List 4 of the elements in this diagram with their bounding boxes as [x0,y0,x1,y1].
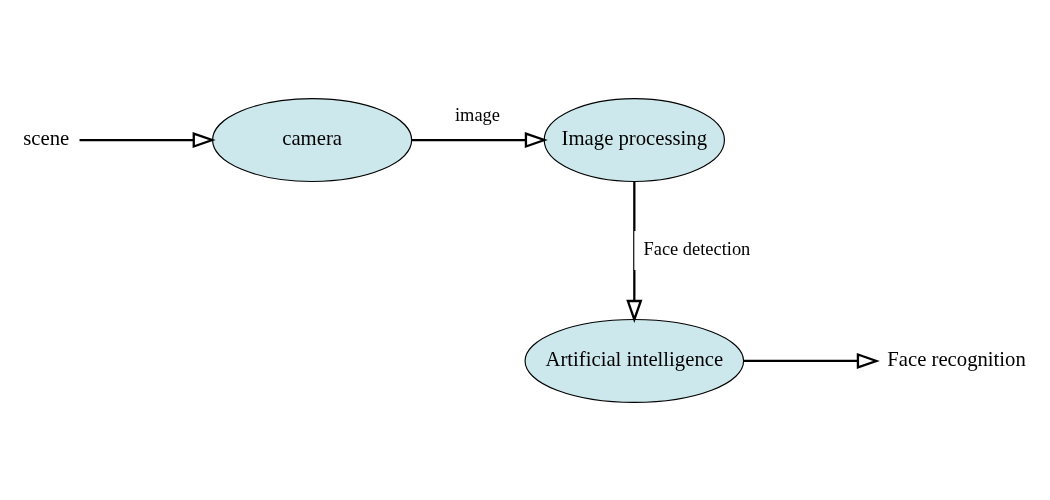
edge-label: Face detection [643,238,751,259]
node-text: Face recognition [887,347,1026,370]
node-text: scene [23,126,70,149]
edge-label: image [455,104,500,125]
